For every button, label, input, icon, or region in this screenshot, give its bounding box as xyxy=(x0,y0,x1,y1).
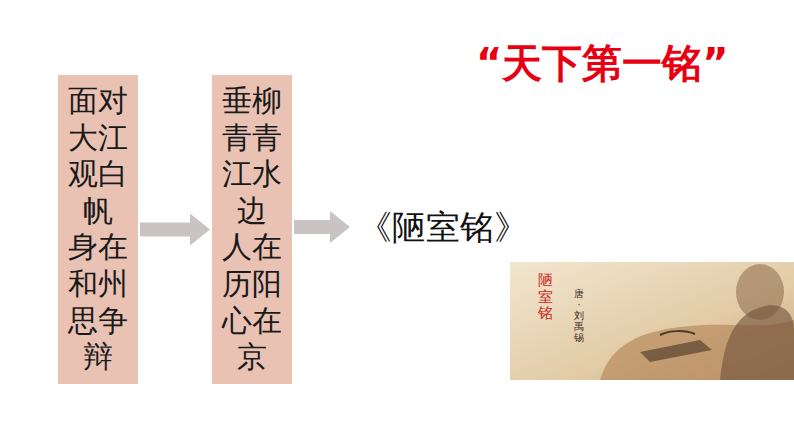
poem-box: 垂柳青青江水边人在历阳心在京 xyxy=(212,75,292,384)
painting-author: 唐·刘禹锡 xyxy=(574,288,584,343)
arrow-head xyxy=(190,213,210,245)
arrow-head xyxy=(330,211,350,243)
essay-title: 《陋室铭》 xyxy=(352,203,534,252)
slide-title: “天下第一铭” xyxy=(476,36,729,91)
poem-box: 面对大江观白帆身在和州思争辩 xyxy=(58,75,138,384)
node-text: 《陋室铭》 xyxy=(358,207,528,248)
painting-brush xyxy=(660,331,695,335)
node-text: 身在和州思争辩 xyxy=(68,229,128,375)
painting-inkstone xyxy=(640,340,712,362)
painting-ground xyxy=(510,262,794,380)
flow-arrow xyxy=(140,213,210,245)
painting-title: 陋室铭 xyxy=(538,272,553,322)
flow-arrow xyxy=(294,211,350,243)
node-text: 垂柳青青江水边 xyxy=(222,83,282,229)
arrow-shaft xyxy=(140,222,191,236)
node-text: 面对大江观白帆 xyxy=(68,83,128,229)
node-text: 人在历阳心在京 xyxy=(222,229,282,375)
arrow-shaft xyxy=(294,220,331,234)
painting-figure-robe xyxy=(720,305,794,380)
